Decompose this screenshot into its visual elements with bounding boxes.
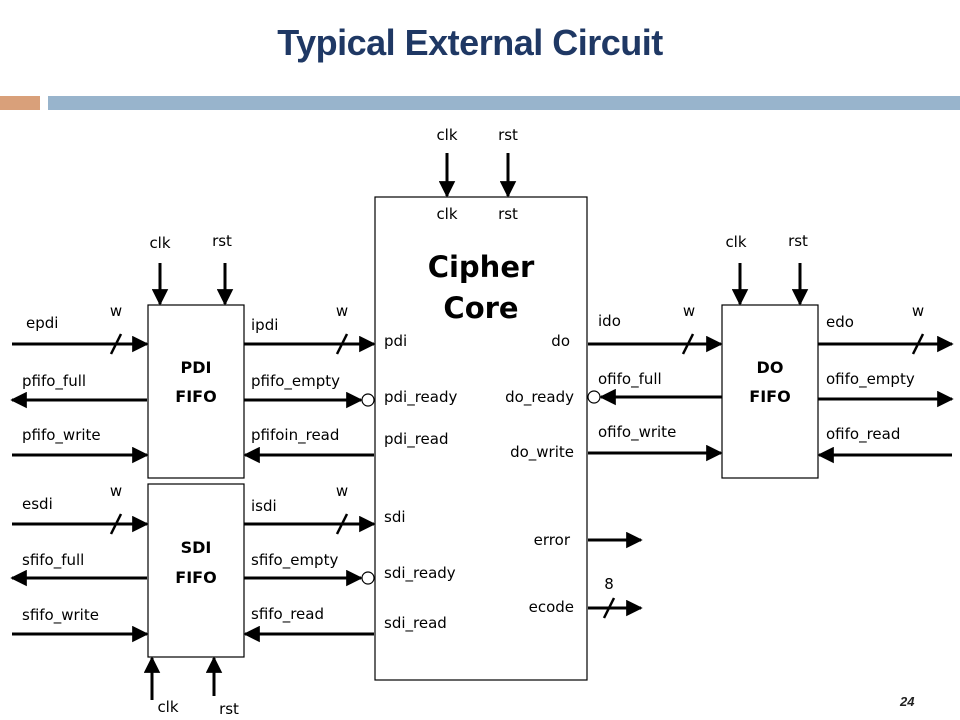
do-fifo-box xyxy=(721,304,819,479)
port-do-ready: do_ready xyxy=(505,388,574,407)
ofifo-empty-label: ofifo_empty xyxy=(826,370,915,389)
pdi-ready-inverter xyxy=(361,393,375,407)
pfifo-empty-label: pfifo_empty xyxy=(251,372,340,391)
port-sdi-ready: sdi_ready xyxy=(384,564,456,583)
esdi-width-label: w xyxy=(110,482,122,500)
edo-label: edo xyxy=(826,313,854,331)
pfifo-write-label: pfifo_write xyxy=(22,426,101,445)
ofifo-read-label: ofifo_read xyxy=(826,425,900,444)
sdi-fifo-name-line1: SDI xyxy=(181,538,212,557)
cipher-core-box xyxy=(374,196,588,681)
accent-bar-orange xyxy=(0,96,40,110)
port-do: do xyxy=(551,332,570,350)
sdi-ready-inverter xyxy=(361,571,375,585)
core-title-line2: Core xyxy=(443,291,518,325)
edo-width-label: w xyxy=(912,302,924,320)
pdi-fifo-box xyxy=(147,304,245,479)
port-do-write: do_write xyxy=(510,443,574,462)
do-fifo-clk-label: clk xyxy=(725,233,746,251)
port-pdi-ready: pdi_ready xyxy=(384,388,457,407)
core-rst-ext-label: rst xyxy=(498,126,518,144)
epdi-width-label: w xyxy=(110,302,122,320)
pdi-fifo-rst-label: rst xyxy=(212,232,232,250)
core-clk-ext-label: clk xyxy=(436,126,457,144)
epdi-label: epdi xyxy=(26,314,58,332)
pdi-fifo-name-line1: PDI xyxy=(181,358,212,377)
sdi-fifo-rst-label: rst xyxy=(219,700,239,718)
ofifo-full-label: ofifo_full xyxy=(598,370,662,389)
port-ecode: ecode xyxy=(529,598,574,616)
edo-bus-slash xyxy=(911,333,925,355)
sfifo-full-label: sfifo_full xyxy=(22,551,84,570)
page-title: Typical External Circuit xyxy=(277,22,663,63)
esdi-bus-slash xyxy=(109,513,123,535)
core-rst-int-label: rst xyxy=(498,205,518,223)
ofifo-write-label: ofifo_write xyxy=(598,423,676,442)
accent-bar-blue xyxy=(48,96,960,110)
epdi-bus-slash xyxy=(109,333,123,355)
isdi-bus-slash xyxy=(335,513,349,535)
pfifo-full-label: pfifo_full xyxy=(22,372,86,391)
sfifo-read-label: sfifo_read xyxy=(251,605,324,624)
pdi-fifo-name-line2: FIFO xyxy=(175,387,216,406)
page-number: 24 xyxy=(900,694,915,709)
isdi-label: isdi xyxy=(251,497,277,515)
isdi-width-label: w xyxy=(336,482,348,500)
esdi-label: esdi xyxy=(22,495,53,513)
sdi-fifo-box xyxy=(147,483,245,658)
sdi-fifo-clk-label: clk xyxy=(157,698,178,716)
ipdi-width-label: w xyxy=(336,302,348,320)
ipdi-bus-slash xyxy=(335,333,349,355)
port-error: error xyxy=(534,531,571,549)
do-ready-inverter xyxy=(587,390,601,404)
do-fifo-rst-label: rst xyxy=(788,232,808,250)
pfifoin-read-label: pfifoin_read xyxy=(251,426,339,445)
ido-label: ido xyxy=(598,312,621,330)
do-fifo-name-line1: DO xyxy=(757,358,784,377)
port-pdi-read: pdi_read xyxy=(384,430,449,449)
core-title-line1: Cipher xyxy=(428,250,535,284)
do-fifo-name-line2: FIFO xyxy=(749,387,790,406)
ido-width-label: w xyxy=(683,302,695,320)
sfifo-empty-label: sfifo_empty xyxy=(251,551,338,570)
ipdi-label: ipdi xyxy=(251,316,278,334)
port-sdi-read: sdi_read xyxy=(384,614,447,633)
sdi-fifo-name-line2: FIFO xyxy=(175,568,216,587)
sfifo-write-label: sfifo_write xyxy=(22,606,99,625)
ecode-bus-slash xyxy=(602,597,616,619)
core-clk-int-label: clk xyxy=(436,205,457,223)
port-pdi: pdi xyxy=(384,332,407,350)
pdi-fifo-clk-label: clk xyxy=(149,234,170,252)
port-sdi: sdi xyxy=(384,508,406,526)
ido-bus-slash xyxy=(681,333,695,355)
ecode-width-label: 8 xyxy=(604,575,614,593)
